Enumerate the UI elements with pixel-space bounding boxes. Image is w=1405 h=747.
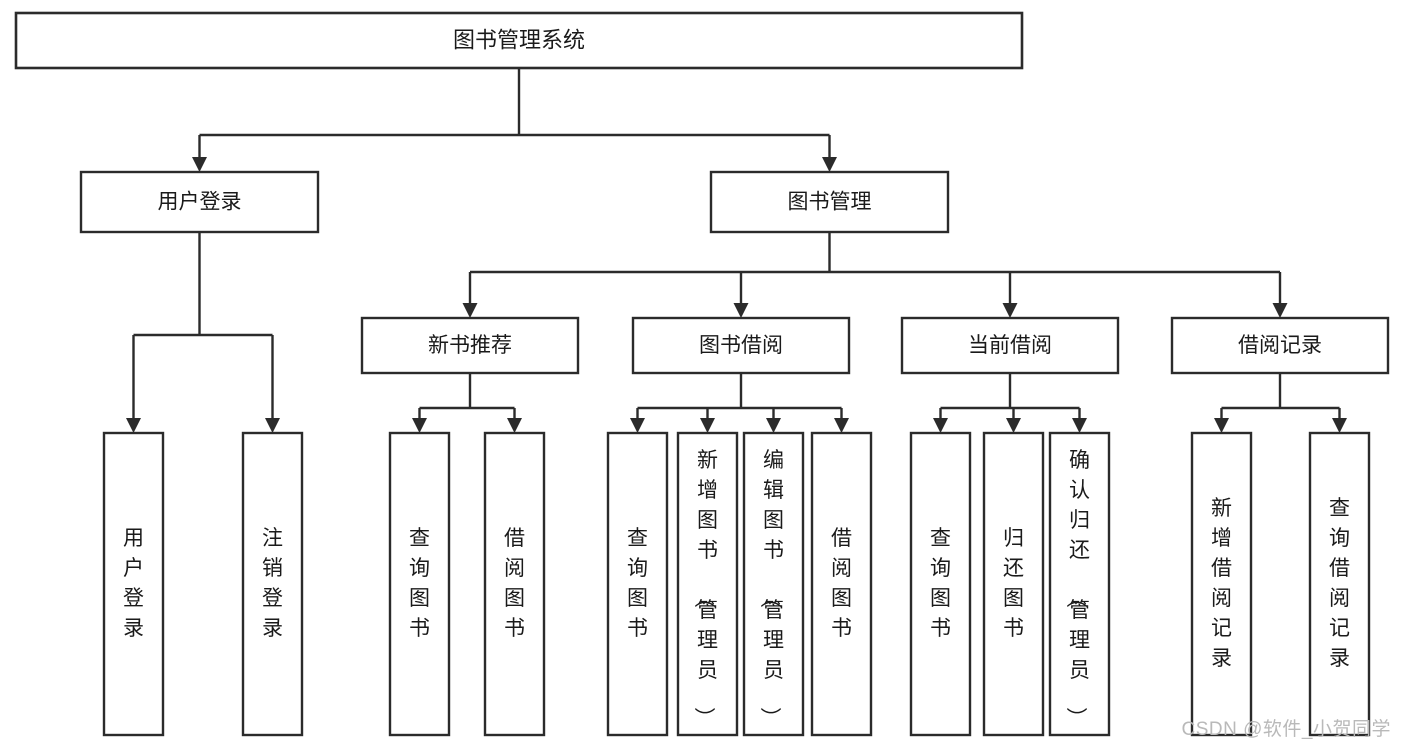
node-leaf-user-login-label: 用户登录 xyxy=(123,527,144,640)
node-book-borrow-label: 图书借阅 xyxy=(699,334,783,357)
node-leaf-user-login[interactable]: 用户登录 xyxy=(102,431,165,737)
node-root-rect xyxy=(14,11,1024,70)
node-new-book-rec-label: 新书推荐 xyxy=(428,334,512,357)
node-leaf-user-logout-rect xyxy=(241,431,304,737)
node-leaf-add-record[interactable]: 新增借阅记录 xyxy=(1190,431,1253,737)
node-leaf-query-book-1-rect xyxy=(388,431,451,737)
node-leaf-edit-book-label: 编辑图书（管理员） xyxy=(758,449,784,728)
node-leaf-edit-book[interactable]: 编辑图书（管理员） xyxy=(742,431,805,737)
arrow-head-icon xyxy=(1006,418,1021,433)
node-borrow-record-label: 借阅记录 xyxy=(1238,334,1322,357)
node-leaf-add-record-rect xyxy=(1190,431,1253,737)
node-leaf-borrow-book-1-rect xyxy=(483,431,546,737)
arrow-head-icon xyxy=(412,418,427,433)
node-leaf-borrow-book-2-rect xyxy=(810,431,873,737)
node-user-login-rect xyxy=(79,170,320,234)
node-leaf-borrow-book-1[interactable]: 借阅图书 xyxy=(483,431,546,737)
node-root[interactable]: 图书管理系统 xyxy=(14,11,1024,70)
node-borrow-record[interactable]: 借阅记录 xyxy=(1170,316,1390,375)
node-leaf-return-book[interactable]: 归还图书 xyxy=(982,431,1045,737)
node-current-borrow[interactable]: 当前借阅 xyxy=(900,316,1120,375)
node-leaf-user-logout[interactable]: 注销登录 xyxy=(241,431,304,737)
node-leaf-user-logout-label: 注销登录 xyxy=(262,527,283,640)
arrow-head-icon xyxy=(733,303,749,318)
node-user-login[interactable]: 用户登录 xyxy=(79,170,320,234)
node-book-manage-label: 图书管理 xyxy=(788,191,872,214)
arrow-head-icon xyxy=(507,418,522,433)
node-borrow-record-rect xyxy=(1170,316,1390,375)
arrow-head-icon xyxy=(933,418,948,433)
arrow-head-icon xyxy=(766,418,781,433)
node-leaf-add-book-rect xyxy=(676,431,739,737)
node-user-login-label: 用户登录 xyxy=(158,191,242,214)
node-leaf-borrow-book-1-label: 借阅图书 xyxy=(504,527,525,640)
node-leaf-return-book-rect xyxy=(982,431,1045,737)
arrow-head-icon xyxy=(192,157,207,172)
node-leaf-query-record-label: 查询借阅记录 xyxy=(1329,497,1350,670)
node-leaf-query-record-rect xyxy=(1308,431,1371,737)
node-leaf-confirm-return[interactable]: 确认归还（管理员） xyxy=(1048,431,1111,737)
arrow-head-icon xyxy=(1072,418,1087,433)
arrow-head-icon xyxy=(700,418,715,433)
node-book-borrow[interactable]: 图书借阅 xyxy=(631,316,851,375)
node-leaf-user-login-rect xyxy=(102,431,165,737)
node-leaf-query-book-1[interactable]: 查询图书 xyxy=(388,431,451,737)
node-book-manage[interactable]: 图书管理 xyxy=(709,170,950,234)
node-leaf-borrow-book-2[interactable]: 借阅图书 xyxy=(810,431,873,737)
arrow-head-icon xyxy=(265,418,280,433)
node-current-borrow-rect xyxy=(900,316,1120,375)
node-leaf-borrow-book-2-label: 借阅图书 xyxy=(831,527,852,640)
node-current-borrow-label: 当前借阅 xyxy=(968,334,1052,357)
node-leaf-query-record[interactable]: 查询借阅记录 xyxy=(1308,431,1371,737)
node-leaf-confirm-return-rect xyxy=(1048,431,1111,737)
node-leaf-confirm-return-label: 确认归还（管理员） xyxy=(1064,449,1090,728)
node-leaf-add-book-label: 新增图书（管理员） xyxy=(692,449,718,728)
node-new-book-rec-rect xyxy=(360,316,580,375)
watermark-text: CSDN @软件_小贺同学 xyxy=(1181,719,1391,740)
node-leaf-query-book-3-rect xyxy=(909,431,972,737)
node-new-book-rec[interactable]: 新书推荐 xyxy=(360,316,580,375)
arrow-head-icon xyxy=(1272,303,1288,318)
nodes-layer: 图书管理系统用户登录图书管理新书推荐图书借阅当前借阅借阅记录用户登录注销登录查询… xyxy=(14,11,1390,737)
arrow-head-icon xyxy=(834,418,849,433)
arrow-head-icon xyxy=(1214,418,1229,433)
node-leaf-return-book-label: 归还图书 xyxy=(1003,527,1024,640)
node-book-manage-rect xyxy=(709,170,950,234)
node-book-borrow-rect xyxy=(631,316,851,375)
node-leaf-query-book-3[interactable]: 查询图书 xyxy=(909,431,972,737)
node-leaf-query-book-2-rect xyxy=(606,431,669,737)
arrow-head-icon xyxy=(1002,303,1018,318)
arrow-head-icon xyxy=(630,418,645,433)
node-leaf-query-book-1-label: 查询图书 xyxy=(409,527,430,640)
arrow-head-icon xyxy=(126,418,141,433)
node-leaf-query-book-2[interactable]: 查询图书 xyxy=(606,431,669,737)
node-leaf-query-book-3-label: 查询图书 xyxy=(930,527,951,640)
arrow-head-icon xyxy=(462,303,478,318)
arrow-head-icon xyxy=(1332,418,1347,433)
node-root-label: 图书管理系统 xyxy=(453,27,585,52)
node-leaf-edit-book-rect xyxy=(742,431,805,737)
node-leaf-add-record-label: 新增借阅记录 xyxy=(1211,497,1232,670)
arrow-head-icon xyxy=(822,157,837,172)
connectors-layer xyxy=(126,68,1347,433)
node-leaf-add-book[interactable]: 新增图书（管理员） xyxy=(676,431,739,737)
node-leaf-query-book-2-label: 查询图书 xyxy=(627,527,648,640)
